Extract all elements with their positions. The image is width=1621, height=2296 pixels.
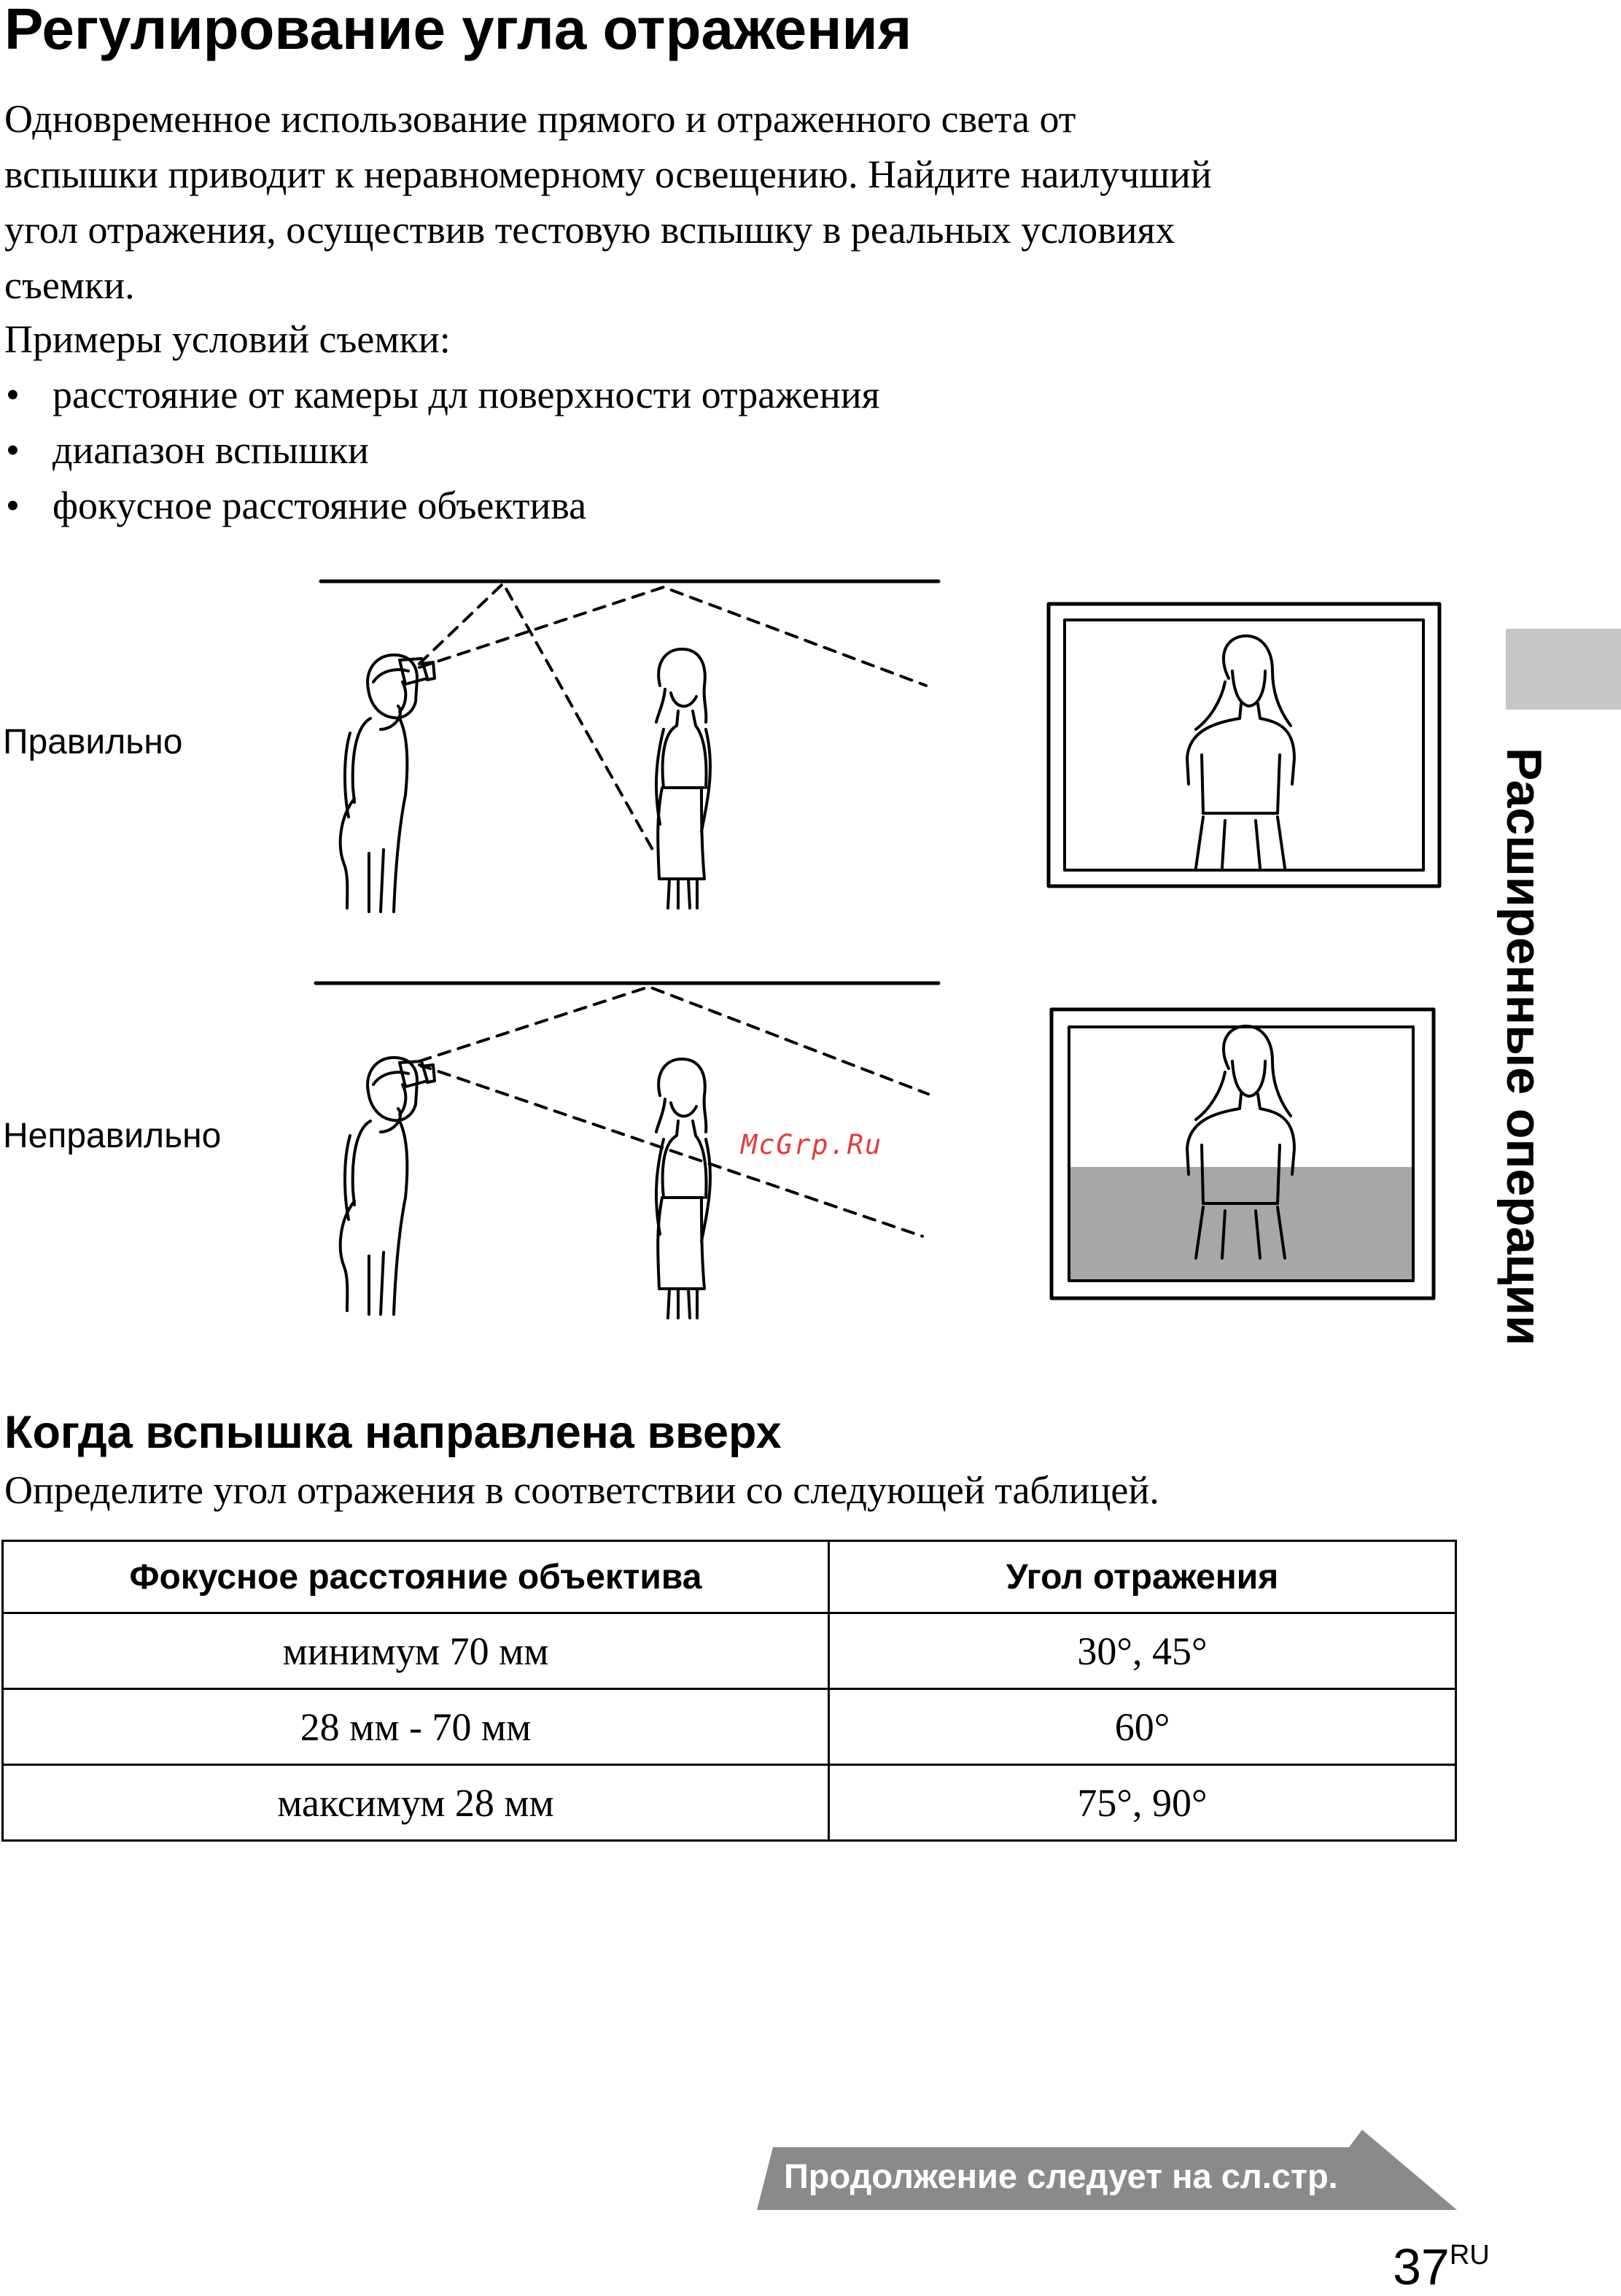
- bullet: •: [6, 428, 20, 472]
- column-header: Угол отражения: [828, 1540, 1457, 1614]
- page-title: Регулирование угла отражения: [4, 0, 912, 61]
- table-cell: максимум 28 мм: [1, 1764, 830, 1842]
- section-tab-label: Расширенные операции: [1496, 748, 1552, 1346]
- table-row: 28 мм - 70 мм 60°: [1, 1688, 1457, 1766]
- bounce-flash-illustration: [314, 579, 1442, 1319]
- table-cell: 30°, 45°: [828, 1612, 1457, 1690]
- table-cell: минимум 70 мм: [1, 1612, 830, 1690]
- continuation-text: Продолжение следует на сл.стр.: [784, 2157, 1338, 2195]
- table-row: максимум 28 мм 75°, 90°: [1, 1764, 1457, 1842]
- examples-label: Примеры условий съемки:: [4, 317, 451, 361]
- intro-line: угол отражения, осуществив тестовую вспы…: [4, 208, 1175, 252]
- continuation-banner: [757, 2130, 1457, 2210]
- intro-line: съемки.: [4, 263, 135, 307]
- page-number: 37RU: [1393, 2238, 1490, 2296]
- list-item-text: диапазон вспышки: [53, 428, 369, 472]
- bullet: •: [6, 373, 20, 416]
- column-header: Фокусное расстояние объектива: [1, 1540, 830, 1614]
- list-item: • диапазон вспышки: [4, 422, 879, 478]
- table-cell: 60°: [828, 1688, 1457, 1766]
- list-item: • фокусное расстояние объектива: [4, 478, 879, 533]
- section-text: Определите угол отражения в соответствии…: [4, 1468, 1159, 1512]
- section-title: Когда вспышка направлена вверх: [4, 1407, 782, 1458]
- table-row: минимум 70 мм 30°, 45°: [1, 1612, 1457, 1690]
- page-number-value: 37: [1393, 2238, 1450, 2295]
- intro-line: вспышки приводит к неравномерному освеще…: [4, 152, 1212, 196]
- table-cell: 75°, 90°: [828, 1764, 1457, 1842]
- watermark: McGrp.Ru: [741, 1129, 883, 1160]
- bounce-angle-table: Фокусное расстояние объектива Угол отраж…: [1, 1540, 1457, 1842]
- underexposed-shadow: [1070, 1167, 1412, 1279]
- examples-list: • расстояние от камеры дл поверхности отр…: [4, 367, 879, 533]
- intro-paragraph: Одновременное использование прямого и от…: [4, 91, 1463, 313]
- correct-label: Правильно: [3, 723, 183, 761]
- table-cell: 28 мм - 70 мм: [1, 1688, 830, 1766]
- list-item-text: фокусное расстояние объектива: [53, 484, 587, 527]
- wrong-label: Неправильно: [3, 1117, 222, 1155]
- page-language-code: RU: [1449, 2240, 1490, 2270]
- intro-line: Одновременное использование прямого и от…: [4, 97, 1076, 141]
- section-tab-marker: [1506, 629, 1621, 710]
- table-header-row: Фокусное расстояние объектива Угол отраж…: [1, 1540, 1457, 1614]
- list-item-text: расстояние от камеры дл поверхности отра…: [53, 373, 880, 416]
- list-item: • расстояние от камеры дл поверхности отр…: [4, 367, 879, 422]
- bullet: •: [6, 484, 20, 527]
